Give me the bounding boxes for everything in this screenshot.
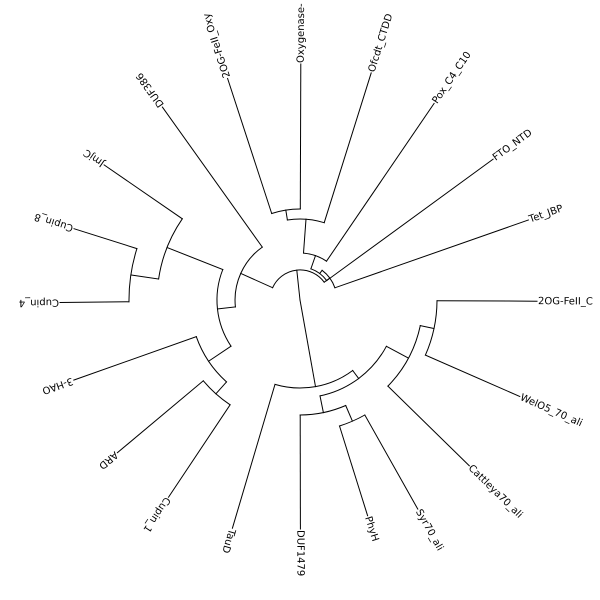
leaf-label-tet: Tet_JBP <box>527 203 565 225</box>
leaf-label-twoog_feii_c: 2OG-FeII_C <box>538 296 593 307</box>
leaf-label-jmjc: JmjC <box>82 147 108 169</box>
leaf-label-duf1479: DUF1479 <box>294 530 305 576</box>
leaf-label-syr70: Syr70_ali <box>413 508 445 553</box>
tree-branch <box>207 345 232 362</box>
tree-branch <box>385 345 410 359</box>
tree-branch <box>116 380 205 454</box>
leaf-label-cattleya: Cattleya70_ali <box>466 463 525 521</box>
tree-branch <box>215 381 228 395</box>
leaf-label-taud: TauD <box>219 527 237 555</box>
tree-branch <box>296 269 301 301</box>
tree-branch <box>299 299 317 388</box>
tree-branch <box>302 218 307 254</box>
tree-branch <box>231 383 276 529</box>
tree-branch <box>319 269 323 275</box>
tree-branch <box>338 425 369 517</box>
tree-branch <box>319 395 324 414</box>
tree-branch <box>352 369 360 380</box>
leaf-label-fto: FTO_NTD <box>491 127 535 163</box>
tree-branch <box>424 354 521 398</box>
leaf-label-ofcdt: Ofcdt_CTDD <box>367 12 396 73</box>
tree-branch <box>325 102 435 262</box>
tree-branch <box>216 306 236 310</box>
leaf-label-cupin8: Cupin_8 <box>33 211 75 234</box>
leaf-label-pox: Pox_C4_C10 <box>431 50 474 106</box>
leaf-label-cupin1: Cupin_1 <box>141 495 172 535</box>
tree-branch <box>387 385 471 467</box>
tree-branch <box>59 301 130 304</box>
leaf-label-phyh: PhyH <box>362 515 380 543</box>
tree-branch <box>161 106 263 248</box>
tree-branch <box>436 300 538 302</box>
tree-branch <box>103 164 183 220</box>
tree-branch <box>130 274 160 280</box>
tree-branch <box>73 336 197 381</box>
leaf-label-oxygenase: Oxygenase- <box>296 3 307 63</box>
tree-branch <box>323 277 331 283</box>
tree-branch <box>73 228 138 250</box>
tree-branch <box>167 404 231 498</box>
leaf-label-welo5: WelO5_70_ali <box>518 392 584 429</box>
leaf-label-hao3: 3-HAO <box>40 375 74 396</box>
tree-branch <box>326 158 494 282</box>
leaf-label-duf386: DUF386 <box>135 70 167 109</box>
tree-branches <box>59 63 538 530</box>
tree-branch <box>419 325 435 330</box>
tree-branch <box>323 72 372 224</box>
clade-arc <box>310 268 328 282</box>
tree-branch <box>285 209 288 221</box>
tree-branch <box>345 404 354 422</box>
tree-leaf-labels: 2OG-FeII_C WelO5_70_aliCattleya70_aliSyr7… <box>19 3 593 576</box>
tree-branch <box>226 77 273 215</box>
leaf-label-cupin4: Cupin_4 <box>19 297 59 308</box>
leaf-label-ard: ARD <box>96 449 120 471</box>
tree-branch <box>166 246 224 271</box>
tree-branch <box>310 254 317 270</box>
tree-branch <box>334 219 530 289</box>
tree-branch <box>364 414 419 510</box>
tree-branch <box>240 272 274 289</box>
leaf-label-twoog_feii_oxy: 2OG-FeII_Oxy <box>202 11 233 79</box>
tree-branch <box>299 63 302 210</box>
